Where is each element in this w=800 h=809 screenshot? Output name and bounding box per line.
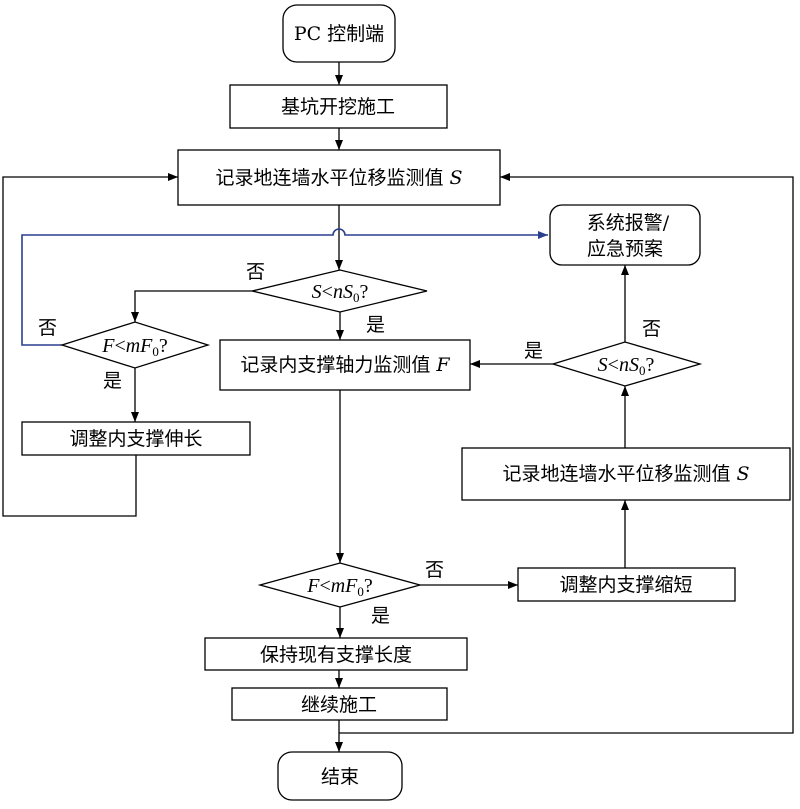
node-record-displacement-1-box	[177, 149, 501, 206]
node-record-force-text: 记录内支撑轴力监测值	[240, 354, 430, 376]
decision-d1-op: <	[322, 281, 333, 303]
decision-d3-var: F	[344, 575, 358, 597]
node-record-displacement-2-var: S	[736, 463, 749, 485]
node-end: 结束	[277, 751, 403, 801]
node-keep-length: 保持现有支撑长度	[204, 637, 468, 671]
decision-d3-q: ?	[364, 575, 373, 597]
node-continue-box	[231, 687, 448, 721]
decision-d3: F<mF0?	[257, 562, 423, 608]
decision-d2-coef: m	[126, 335, 140, 357]
arrow-continue-loop-back	[339, 173, 794, 734]
node-record-displacement-1-text: 记录地连墙水平位移监测值	[215, 167, 443, 189]
decision-d3-label: F<mF0?	[306, 575, 373, 599]
decision-d3-shape	[257, 562, 423, 608]
decision-d1: S<nS0?	[251, 269, 428, 313]
decision-d2-sub: 0	[152, 344, 159, 359]
node-continue: 继续施工	[231, 687, 448, 721]
arrow-d2-no-to-alarm	[21, 228, 548, 346]
node-adjust-extend-box	[21, 421, 251, 456]
edge-label-d4-no: 否	[642, 318, 661, 340]
decision-d4-q: ?	[645, 354, 654, 376]
decision-d1-coef: n	[333, 281, 343, 303]
edge-label-d1-yes: 是	[366, 314, 385, 336]
decision-d2-var: F	[139, 335, 153, 357]
node-adjust-shorten: 调整内支撑缩短	[517, 567, 736, 602]
node-start-label: PC 控制端	[294, 23, 384, 45]
decision-d1-label: S<nS0?	[312, 281, 369, 305]
edge-label-d2-yes: 是	[103, 370, 122, 392]
node-record-displacement-2-label: 记录地连墙水平位移监测值 S	[502, 463, 749, 485]
node-excavation-box	[229, 84, 448, 129]
node-adjust-extend: 调整内支撑伸长	[21, 421, 251, 456]
node-alarm: 系统报警/ 应急预案	[549, 204, 701, 266]
node-adjust-shorten-label: 调整内支撑缩短	[559, 574, 692, 596]
node-record-force-var: F	[435, 354, 450, 376]
node-alarm-line2: 应急预案	[587, 238, 663, 260]
node-excavation-label: 基坑开挖施工	[281, 96, 395, 118]
edge-label-d4-yes: 是	[524, 340, 543, 362]
decision-d2-label: F<mF0?	[101, 335, 168, 359]
decision-d3-lhs: F	[306, 575, 320, 597]
node-record-displacement-2-text: 记录地连墙水平位移监测值	[502, 463, 730, 485]
decision-d2-q: ?	[159, 335, 168, 357]
decision-d1-shape	[251, 269, 428, 313]
node-start: PC 控制端	[282, 4, 396, 63]
arrow-d1-no-to-d2	[131, 290, 252, 322]
decision-d4-sub: 0	[639, 363, 646, 378]
decision-d4-shape	[550, 341, 703, 387]
node-record-force-box	[219, 339, 471, 391]
node-alarm-box	[549, 204, 701, 266]
decision-d3-op: <	[319, 575, 330, 597]
node-end-label: 结束	[321, 766, 359, 788]
decision-d3-sub: 0	[357, 584, 364, 599]
node-record-displacement-1-var: S	[449, 167, 462, 189]
arrow-adjust-extend-loop-back	[2, 173, 178, 517]
decision-d4-lhs: S	[598, 354, 608, 376]
decision-d1-var: S	[343, 281, 353, 303]
decision-d4-var: S	[629, 354, 639, 376]
decision-d2-op: <	[114, 335, 125, 357]
decision-d2-lhs: F	[101, 335, 115, 357]
decision-d2: F<mF0?	[59, 321, 211, 369]
edge-label-d3-yes: 是	[371, 605, 390, 627]
node-alarm-line1: 系统报警/	[587, 212, 670, 234]
edge-label-d1-no: 否	[246, 261, 265, 283]
node-keep-length-box	[204, 637, 468, 671]
node-start-box	[282, 4, 396, 63]
decision-d3-coef: m	[331, 575, 345, 597]
edge-label-d2-no: 否	[38, 317, 57, 339]
node-record-displacement-1: 记录地连墙水平位移监测值 S	[177, 149, 501, 206]
node-keep-length-label: 保持现有支撑长度	[260, 644, 412, 666]
edge-label-d3-no: 否	[425, 559, 444, 581]
decision-d1-sub: 0	[353, 290, 360, 305]
node-record-displacement-2-box	[461, 447, 791, 501]
node-adjust-shorten-box	[517, 567, 736, 602]
decision-d4-label: S<nS0?	[598, 354, 655, 378]
decision-d1-q: ?	[359, 281, 368, 303]
node-end-box	[277, 751, 403, 801]
node-record-displacement-2: 记录地连墙水平位移监测值 S	[461, 447, 791, 501]
decision-d4-coef: n	[619, 354, 629, 376]
decision-d1-lhs: S	[312, 281, 322, 303]
decision-d2-shape	[59, 321, 211, 369]
decision-d4: S<nS0?	[550, 341, 703, 387]
node-adjust-extend-label: 调整内支撑伸长	[69, 428, 202, 450]
node-excavation: 基坑开挖施工	[229, 84, 448, 129]
node-record-displacement-1-label: 记录地连墙水平位移监测值 S	[215, 167, 462, 189]
node-continue-label: 继续施工	[301, 694, 377, 716]
decision-d4-op: <	[608, 354, 619, 376]
